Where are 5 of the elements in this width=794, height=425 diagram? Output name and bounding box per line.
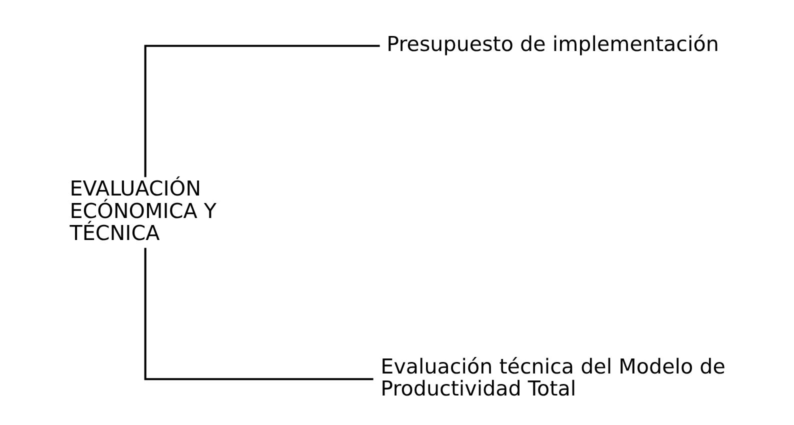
node-text: Evaluación técnica del Modelo de Productividad Total	[380, 354, 726, 401]
node-text: EVALUACIÓN ECÓNOMICA Y TÉCNICA	[70, 176, 217, 246]
connector	[144, 248, 374, 380]
connector	[144, 44, 380, 178]
node-text: Presupuesto de implementación	[386, 32, 719, 56]
